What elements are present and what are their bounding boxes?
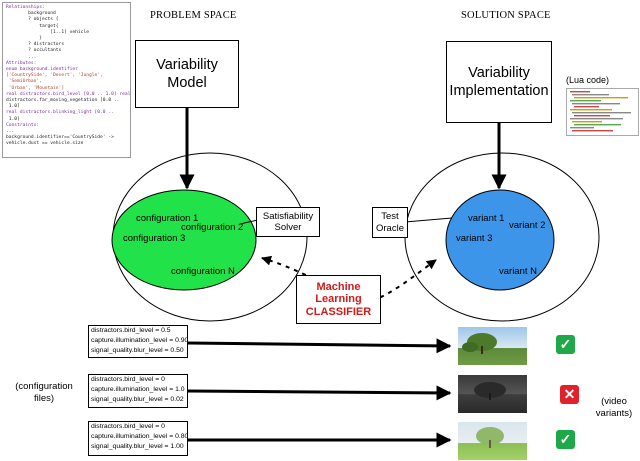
code-line: real distractors.blinking_light [0.0 .. <box>6 110 114 116</box>
config-file-3-line2: capture.illumination_level = 0.80 <box>91 433 188 440</box>
video-variants-label-line1: (video <box>601 396 627 407</box>
code-line: 'Urban', 'Mountain'] <box>6 85 65 91</box>
code-line: background <box>6 11 56 17</box>
code-line: Constraints: <box>6 122 40 128</box>
code-line: 'SemiUrban', <box>6 79 42 85</box>
lua-code-thumbnail <box>566 88 639 136</box>
config-file-2: distractors.bird_level = 0 capture.illum… <box>88 374 188 408</box>
code-line: ['CountrySide', 'Desert', 'Jungle', <box>6 73 103 79</box>
ml-classifier-line3: CLASSIFIER <box>305 305 372 318</box>
code-line: real distractors.bird_level [0.0 .. 1.0]… <box>6 91 131 97</box>
config-file-1-line1: distractors.bird_level = 0.5 <box>91 327 171 334</box>
config-file-3-line1: distractors.bird_level = 0 <box>91 423 165 430</box>
config-file-1: distractors.bird_level = 0.5 capture.ill… <box>88 325 188 358</box>
config-file-2-line2: capture.illumination_level = 1.0 <box>91 386 185 393</box>
problem-space-title: PROBLEM SPACE <box>150 10 237 21</box>
test-oracle-line2: Oracle <box>376 222 404 234</box>
config-file-1-line2: capture.illumination_level = 0.90 <box>91 337 188 344</box>
code-line: 1.0] <box>6 104 20 110</box>
code-line: target{ <box>6 23 59 29</box>
variant-3-label: variant 3 <box>456 233 493 244</box>
config-file-2-line3: signal_quality.blur_level = 0.02 <box>91 396 184 403</box>
satisfiability-solver-line2: Solver <box>274 222 302 233</box>
oracle-link-line <box>404 217 453 223</box>
satisfiability-solver-line1: Satisfiability <box>262 210 314 222</box>
config-file-3-line3: signal_quality.blur_level = 1.00 <box>91 443 184 450</box>
variant-2-label: variant 2 <box>509 220 546 231</box>
configuration-files-label-line1: (configuration <box>15 381 73 392</box>
video-variants-label: (video variants) <box>590 396 638 420</box>
solution-space-title: SOLUTION SPACE <box>461 10 551 21</box>
ml-classifier-line2: Learning <box>315 293 362 306</box>
config-file-1-line3: signal_quality.blur_level = 0.50 <box>91 347 184 354</box>
configuration-1-label: configuration 1 <box>136 213 199 224</box>
video-variants-label-line2: variants) <box>595 408 633 419</box>
code-line: ? objects { <box>6 17 59 23</box>
variability-implementation-box: Variability Implementation <box>446 41 552 123</box>
video-variant-thumbnail-3 <box>458 422 527 460</box>
variability-implementation-line2: Implementation <box>449 83 549 99</box>
code-line: } <box>6 36 42 42</box>
test-oracle-box: Test Oracle <box>372 207 408 238</box>
configurations-ellipse <box>111 189 257 291</box>
code-line: background.identifier=='CountrySide' -> <box>6 135 114 141</box>
code-line: Relationships: <box>6 5 45 10</box>
config-file-3: distractors.bird_level = 0 capture.illum… <box>88 421 188 456</box>
variants-ellipse <box>445 189 555 291</box>
ml-classifier-box: Machine Learning CLASSIFIER <box>296 275 381 324</box>
code-line: vehicle.dust == vehicle.size <box>6 141 84 147</box>
code-line: 1.0] <box>6 116 20 122</box>
config-1-to-video-arrow <box>187 338 452 354</box>
configuration-files-label: (configuration files) <box>12 381 76 405</box>
code-line: Attributes: <box>6 60 37 66</box>
config-file-2-line1: distractors.bird_level = 0 <box>91 376 165 383</box>
code-line: ... <box>6 54 37 60</box>
solver-link-line <box>239 219 259 225</box>
code-line: ? distractors <box>6 42 65 48</box>
video-variant-thumbnail-2 <box>458 375 527 413</box>
code-line: ? occultants <box>6 48 62 54</box>
result-pass-check-icon: ✓ <box>556 335 575 354</box>
result-pass-check-icon: ✓ <box>556 430 575 449</box>
variability-model-line2: Model <box>167 75 207 91</box>
configuration-2-label: configuration 2 <box>181 222 244 233</box>
variability-model-code-panel: Relationships: background ? objects { ta… <box>2 2 131 158</box>
configuration-3-label: configuration 3 <box>123 233 186 244</box>
code-line: ... <box>6 129 15 135</box>
ml-to-variants-dashed-arrow <box>371 259 437 302</box>
variability-model-box: Variability Model <box>135 40 239 108</box>
ml-classifier-line1: Machine <box>316 280 361 293</box>
variability-implementation-line1: Variability <box>468 65 530 81</box>
result-fail-cross-icon: ✕ <box>560 385 579 404</box>
satisfiability-solver-box: Satisfiability Solver <box>256 207 320 237</box>
code-line: [1..1] vehicle <box>6 29 89 35</box>
code-line: enum background.identifier <box>6 67 78 73</box>
code-line: distractors.far_moving_vegetation [0.0 .… <box>6 98 120 104</box>
configuration-n-label: configuration N <box>171 266 235 277</box>
lua-code-lines-icon <box>570 91 631 132</box>
configuration-files-label-line2: files) <box>33 393 55 404</box>
lua-code-label: (Lua code) <box>566 75 610 85</box>
variant-1-label: variant 1 <box>468 213 505 224</box>
test-oracle-line1: Test <box>381 211 399 222</box>
variant-n-label: variant N <box>499 266 538 277</box>
variability-model-line1: Variability <box>156 57 218 73</box>
config-2-to-video-arrow <box>187 385 452 401</box>
video-variant-thumbnail-1 <box>458 327 527 365</box>
